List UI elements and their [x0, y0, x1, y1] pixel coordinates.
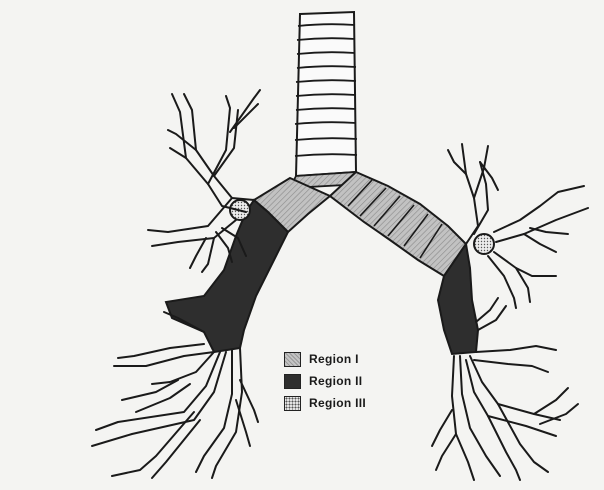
legend-label-3: Region: [309, 396, 351, 410]
legend-numeral-3: III: [355, 396, 366, 410]
main-bronchi: [254, 172, 466, 276]
trachea: [290, 12, 362, 188]
legend-numeral-1: I: [355, 352, 359, 366]
right-lower-branches: [432, 346, 578, 480]
region-3-swatch: [284, 396, 301, 411]
legend-label-1: Region: [309, 352, 351, 366]
legend-item-region-2: Region II: [284, 370, 404, 392]
legend-item-region-1: Region I: [284, 348, 404, 370]
legend-label-2: Region: [309, 374, 351, 388]
legend: Region I Region II Region III: [284, 348, 404, 414]
region-2-swatch: [284, 374, 301, 389]
region-1-swatch: [284, 352, 301, 367]
legend-numeral-2: II: [355, 374, 362, 388]
legend-item-region-3: Region III: [284, 392, 404, 414]
